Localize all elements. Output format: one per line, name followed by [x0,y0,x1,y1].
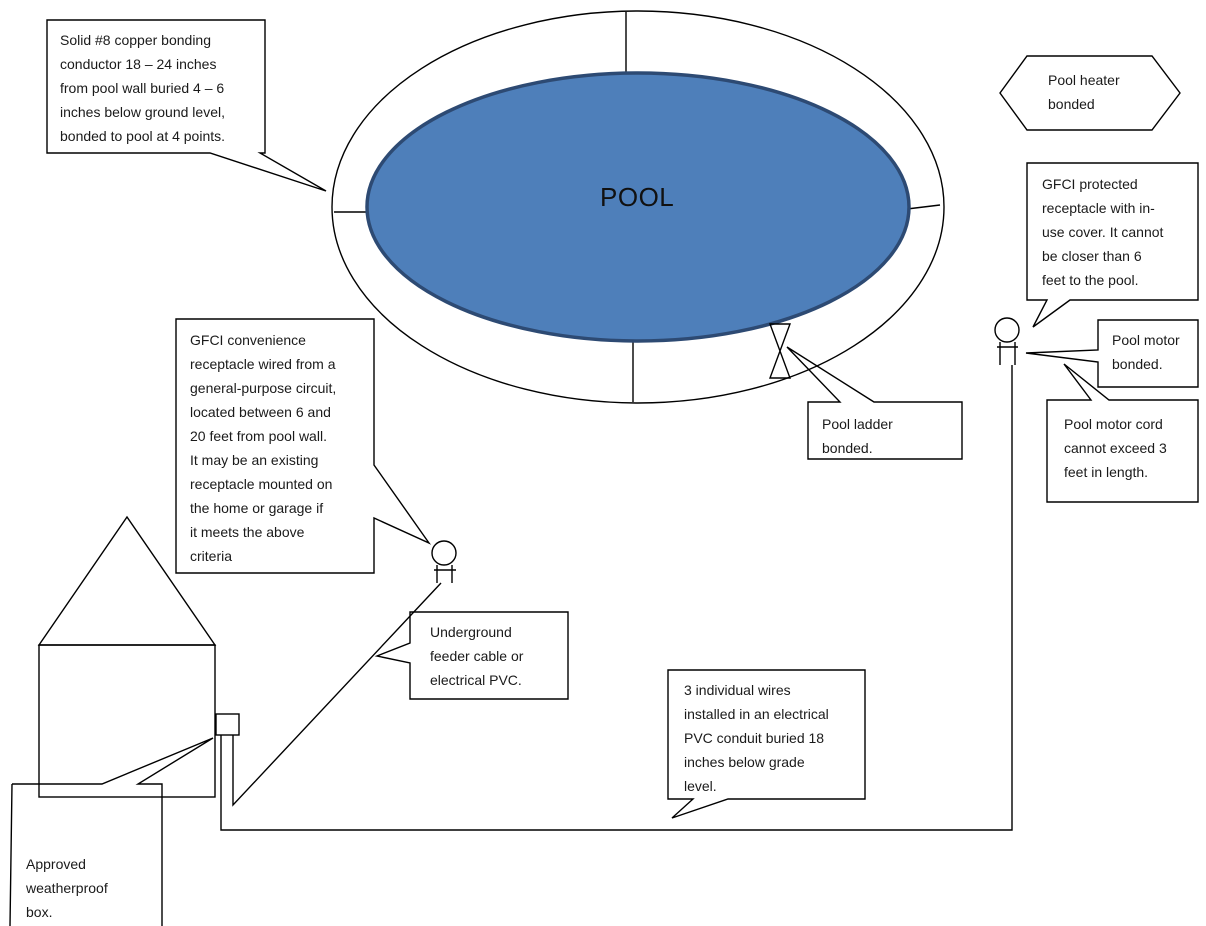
callout-pool-motor [1025,319,1199,388]
callout-pool-heater [999,55,1181,131]
feeder-cable-line [232,582,442,807]
feeder-cable-text: Underground feeder cable or electrical P… [430,624,524,688]
weatherproof-box-text: Approved weatherproof box. [26,856,108,920]
wires-text: 3 individual wires installed in an elect… [684,682,829,794]
conduit-run [220,365,1013,831]
convenience-receptacle-icon [431,540,457,566]
gfci-receptacle-icon [994,317,1020,343]
callout-gfci-protected [1026,162,1199,328]
callout-wires [667,669,866,819]
pool-water [365,71,911,343]
pool-deck [331,10,945,404]
pool-motor-text: Pool motor bonded. [1112,332,1180,372]
house-roof [37,515,217,646]
house-wall [38,644,216,798]
ladder-icon [768,323,792,379]
gfci-convenience-text: GFCI convenience receptacle wired from a… [190,332,337,564]
bonding-conductor-text: Solid #8 copper bonding conductor 18 – 2… [60,32,226,144]
callout-weatherproof-box [9,737,214,926]
motor-cord-text: Pool motor cord cannot exceed 3 feet in … [1064,416,1167,480]
pool-heater-text: Pool heater bonded [1048,72,1120,112]
ladder-text: Pool ladder bonded. [822,416,893,456]
weatherproof-box-icon [215,713,240,736]
callout-motor-cord [1046,363,1199,503]
callout-bonding-conductor [46,19,327,192]
callout-gfci-convenience [175,318,432,574]
deck-divider-right [906,204,941,210]
gfci-protected-text: GFCI protected receptacle with in- use c… [1042,176,1164,288]
pool-label: POOL [600,182,675,212]
callout-ladder [786,346,963,460]
callout-feeder-cable [374,611,569,700]
